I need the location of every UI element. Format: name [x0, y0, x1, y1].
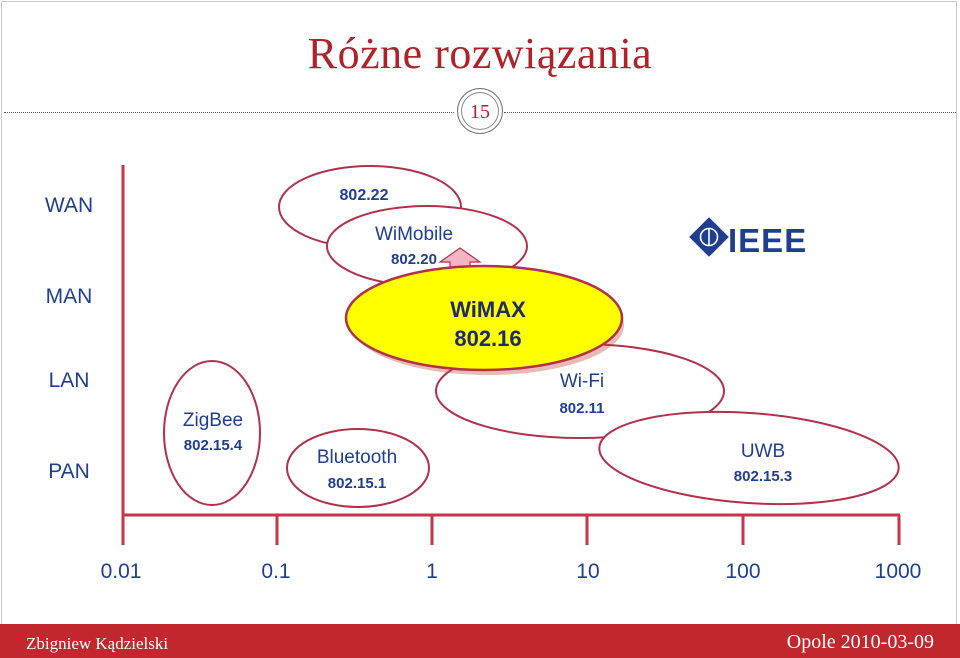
- x-tick-marks: [275, 515, 901, 545]
- x-tick-label: 0.1: [261, 560, 290, 583]
- footer-date: Opole 2010-03-09: [786, 631, 934, 653]
- y-label-lan: LAN: [49, 369, 90, 392]
- page-number: 15: [457, 88, 503, 134]
- standard-zigbee: ZigBee 802.15.4: [163, 360, 261, 506]
- x-tick-label: 100: [725, 560, 760, 583]
- x-tick-label: 0.01: [101, 560, 142, 583]
- label-wimax-code: 802.16: [454, 326, 521, 351]
- x-tick-label: 1: [426, 560, 438, 583]
- label-zigbee-code: 802.15.4: [184, 437, 243, 454]
- label-wifi-code: 802.11: [559, 400, 604, 417]
- x-tick-label: 1000: [875, 560, 922, 583]
- standard-bluetooth: Bluetooth 802.15.1: [286, 428, 430, 508]
- label-uwb-code: 802.15.3: [734, 468, 792, 485]
- ellipse-bluetooth: [286, 428, 430, 508]
- y-label-wan: WAN: [45, 194, 93, 217]
- title-divider-left: [4, 112, 454, 113]
- ellipse-uwb: [598, 410, 900, 506]
- x-tick-label: 10: [576, 560, 599, 583]
- ellipse-zigbee: [163, 360, 261, 506]
- label-wimobile-name: WiMobile: [375, 224, 453, 245]
- title-divider-right: [504, 112, 956, 113]
- label-bluetooth-name: Bluetooth: [317, 447, 397, 468]
- footer-author: Zbigniew Kądzielski: [26, 634, 169, 653]
- slide-title: Różne rozwiązania: [307, 29, 653, 78]
- label-zigbee-name: ZigBee: [183, 410, 243, 431]
- ieee-logo-text: IEEE: [728, 222, 807, 259]
- wireless-standards-diagram: WAN MAN LAN PAN 0.01 0.1 1 10 100 1000 I…: [45, 165, 922, 583]
- ieee-logo: IEEE: [689, 217, 807, 259]
- label-wifi-name: Wi-Fi: [560, 371, 604, 392]
- label-wimobile-code: 802.20: [391, 251, 437, 268]
- standard-wimax: WiMAX 802.16: [344, 264, 624, 375]
- label-802-22: 802.22: [340, 187, 389, 204]
- standard-uwb: UWB 802.15.3: [598, 410, 900, 506]
- y-label-pan: PAN: [48, 460, 90, 483]
- ieee-kite-icon: [699, 227, 719, 247]
- label-uwb-name: UWB: [741, 441, 785, 462]
- label-bluetooth-code: 802.15.1: [328, 475, 386, 492]
- y-label-man: MAN: [46, 285, 93, 308]
- ellipse-wimax: [344, 264, 624, 372]
- slide-footer: Zbigniew Kądzielski Opole 2010-03-09: [0, 624, 960, 658]
- label-wimax-name: WiMAX: [450, 297, 526, 322]
